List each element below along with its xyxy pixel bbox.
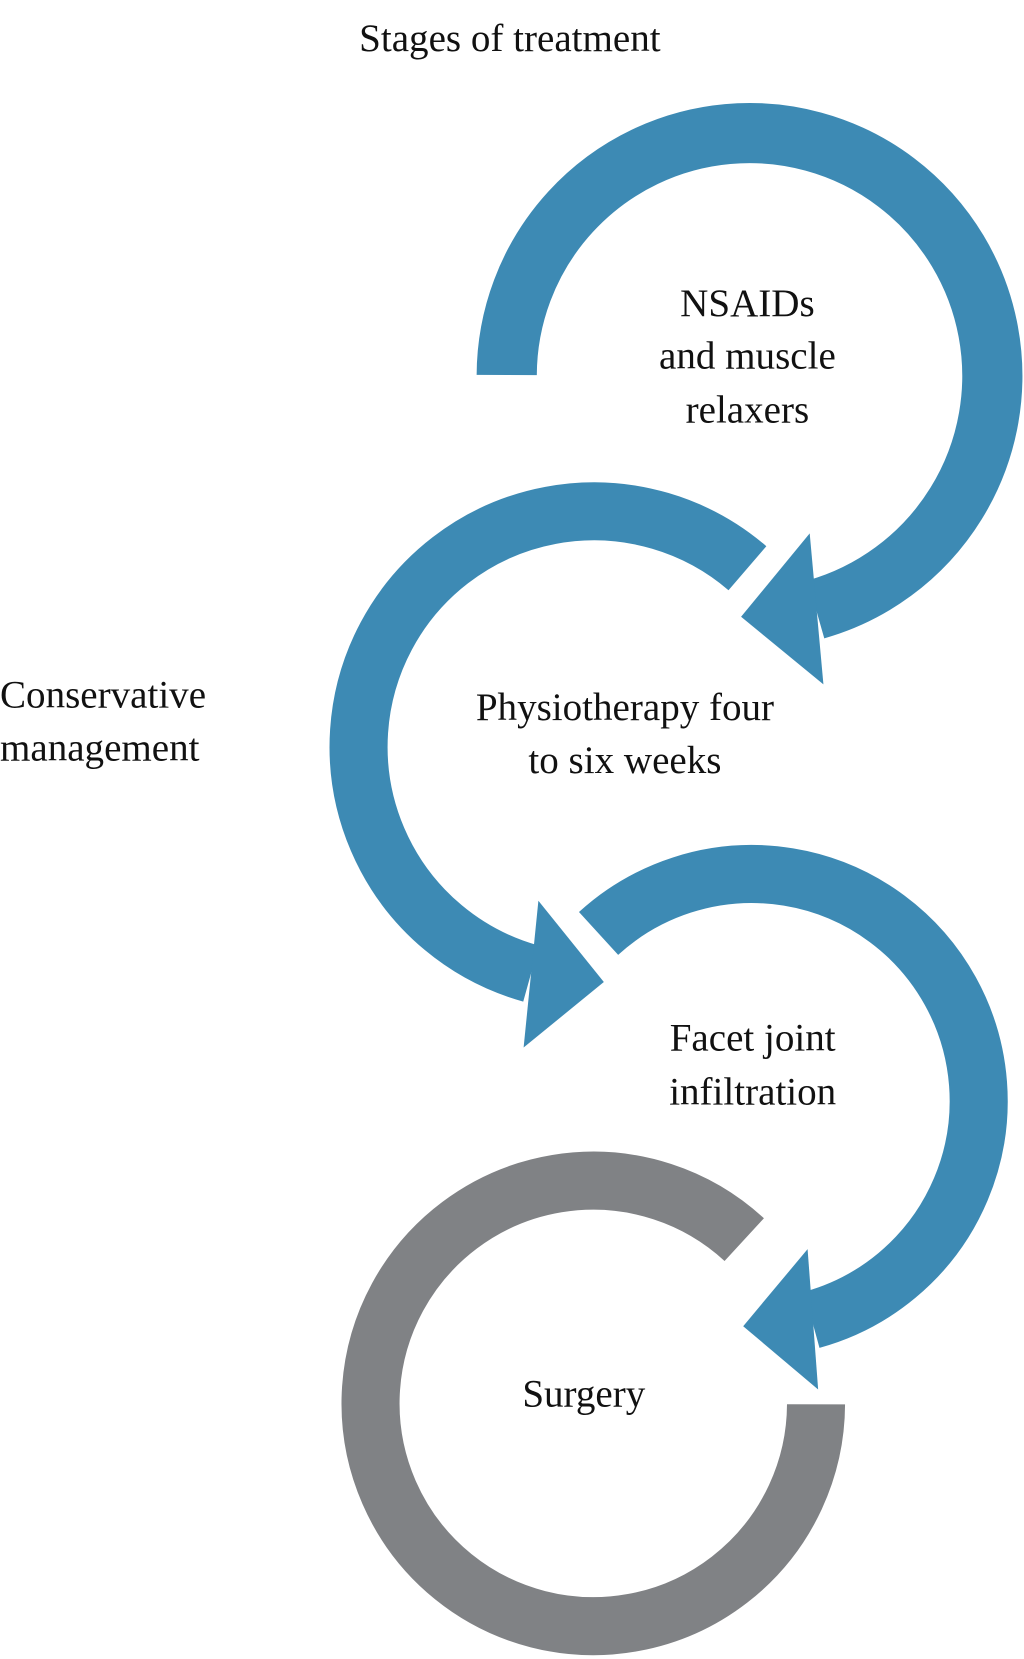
stage-1-arrow xyxy=(476,103,1023,685)
stage-2-label: Physiotherapy four to six weeks xyxy=(476,686,774,782)
surgery-ring xyxy=(341,1151,846,1656)
stage-label-line: relaxers xyxy=(686,389,810,432)
side-label-line: management xyxy=(0,726,200,769)
stage-label-line: Physiotherapy four xyxy=(476,686,774,729)
stage-1-label: NSAIDs and muscle relaxers xyxy=(659,282,836,432)
stage-label-line: infiltration xyxy=(669,1071,836,1114)
stage-2-arrow xyxy=(329,482,767,1048)
diagram-title: Stages of treatment xyxy=(359,17,661,60)
side-label-conservative-management: Conservative management xyxy=(0,674,206,770)
stage-label-line: Surgery xyxy=(522,1372,645,1415)
side-label-line: Conservative xyxy=(0,674,206,717)
stage-label-line: to six weeks xyxy=(528,739,721,782)
stage-label-line: Facet joint xyxy=(670,1017,836,1060)
stage-label-line: and muscle xyxy=(659,335,836,378)
stage-label-line: NSAIDs xyxy=(680,282,815,325)
stage-3-label: Facet joint infiltration xyxy=(669,1017,836,1114)
stage-3-arrow xyxy=(579,845,1008,1390)
stage-4-label: Surgery xyxy=(522,1372,645,1415)
